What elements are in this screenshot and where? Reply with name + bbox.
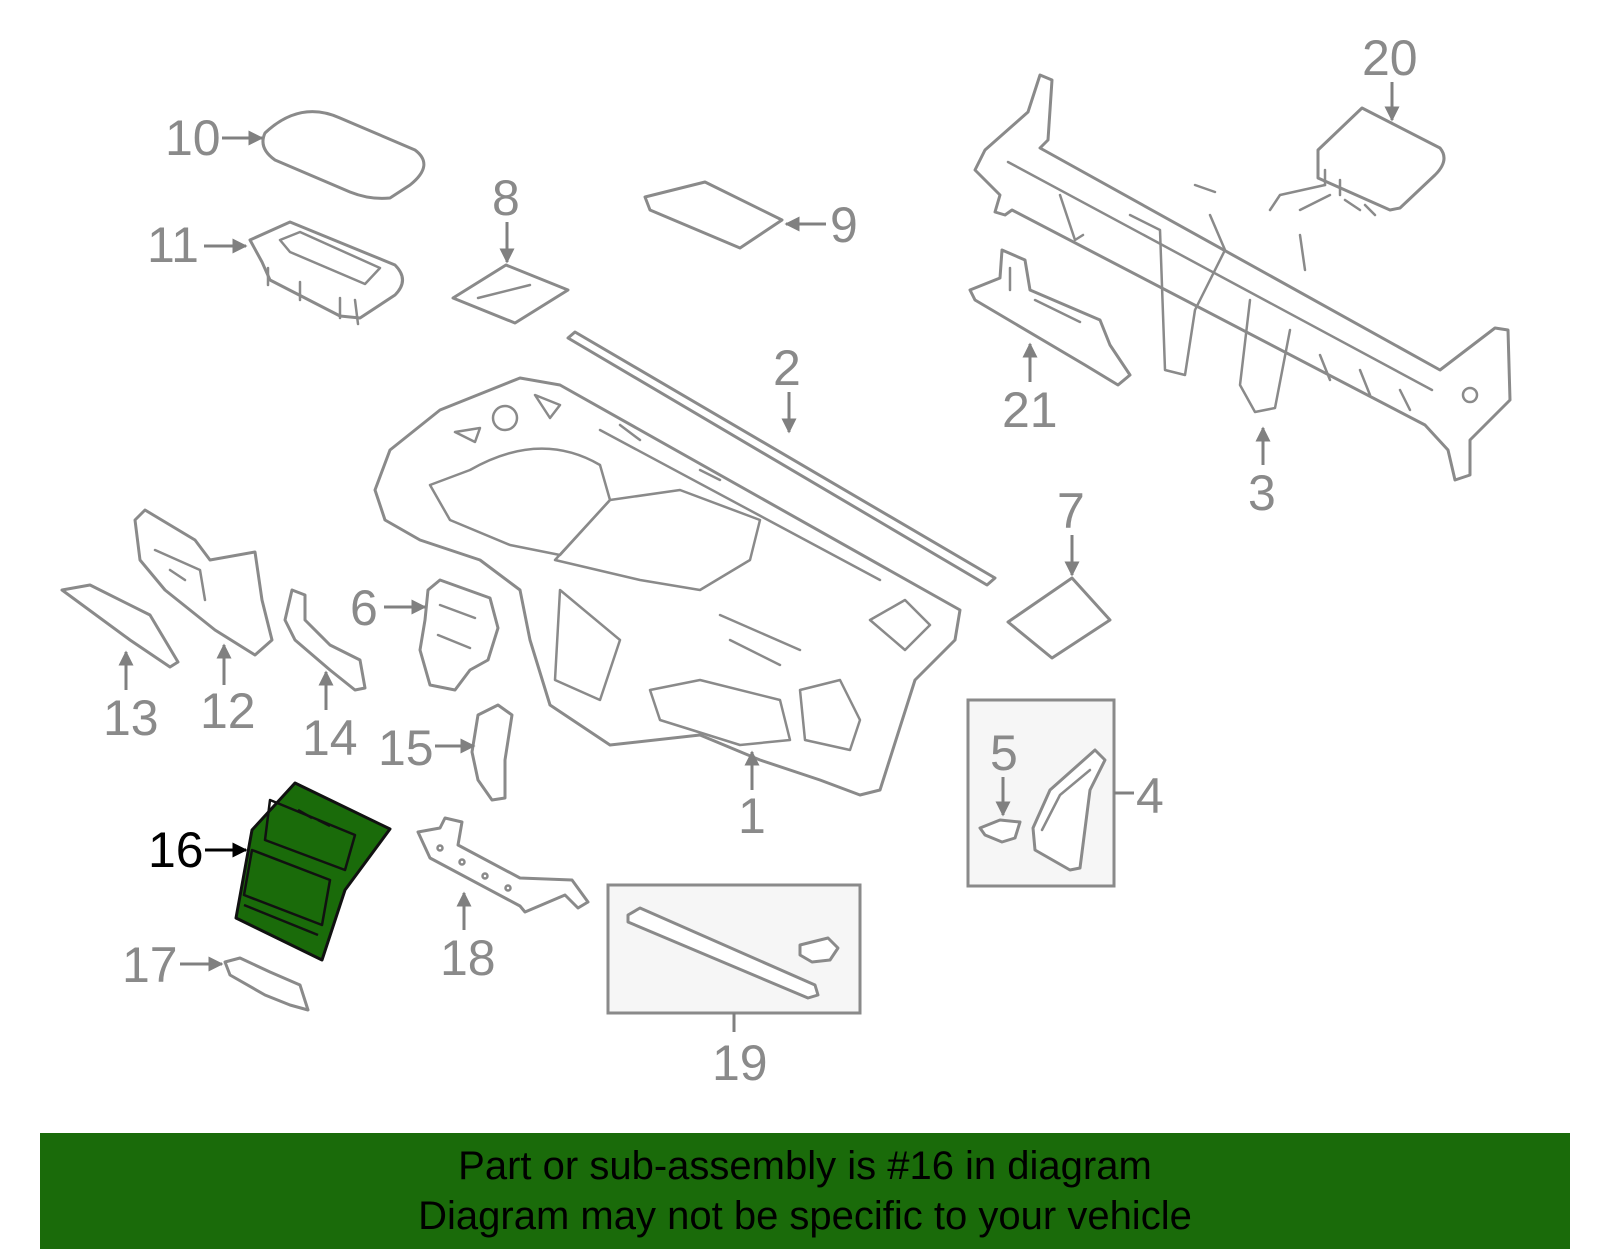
callout-7: 7 [1057,483,1085,577]
part-12-trim-panel[interactable] [133,508,274,657]
svg-text:4: 4 [1136,768,1164,824]
part-8-pad[interactable] [451,263,570,325]
banner-line-2: Diagram may not be specific to your vehi… [418,1194,1192,1238]
callout-18: 18 [440,891,496,986]
part-6-module[interactable] [418,578,500,692]
callout-15: 15 [378,720,476,776]
part-13-trim-strip[interactable] [60,583,180,669]
callout-12: 12 [200,643,256,739]
part-18-bar[interactable] [416,816,590,914]
callout-2: 2 [773,340,801,434]
callout-3: 3 [1248,426,1276,521]
svg-text:21: 21 [1002,382,1058,438]
svg-text:16: 16 [148,822,204,878]
svg-text:20: 20 [1362,30,1418,86]
part-3-cross-member[interactable] [973,73,1512,482]
callout-14: 14 [302,670,358,766]
callout-21: 21 [1002,342,1058,438]
part-7-pad[interactable] [1006,576,1112,660]
info-banner: Part or sub-assembly is #16 in diagram D… [40,1133,1570,1249]
svg-text:10: 10 [165,110,221,166]
callout-17: 17 [122,937,224,993]
svg-text:18: 18 [440,930,496,986]
part-14-trim-piece[interactable] [283,588,367,692]
part-16-center-panel-highlighted[interactable] [234,781,392,962]
part-10-lid[interactable] [261,110,426,200]
part-15-bracket[interactable] [470,703,514,802]
part-17-bracket[interactable] [223,956,310,1012]
callout-4: 4 [1136,768,1164,824]
callout-11: 11 [147,217,248,273]
svg-text:9: 9 [830,197,858,253]
callout-20: 20 [1362,30,1418,122]
svg-text:12: 12 [200,683,256,739]
svg-text:11: 11 [147,217,199,273]
svg-text:17: 17 [122,937,178,993]
part-1-instrument-panel[interactable] [373,376,962,797]
callout-1: 1 [738,750,766,844]
part-20-airbag-module[interactable] [1268,106,1446,217]
svg-text:13: 13 [103,690,159,746]
svg-text:5: 5 [990,725,1018,781]
callout-8: 8 [492,170,520,264]
svg-text:7: 7 [1057,483,1085,539]
banner-line-1: Part or sub-assembly is #16 in diagram [458,1144,1152,1188]
svg-text:8: 8 [492,170,520,226]
part-21-bracket[interactable] [968,248,1132,387]
svg-text:19: 19 [712,1035,768,1091]
callout-10: 10 [165,110,264,166]
svg-text:3: 3 [1248,465,1276,521]
svg-text:6: 6 [350,580,378,636]
callout-6: 6 [350,580,427,636]
part-11-bin[interactable] [248,220,404,326]
inset-box-19 [606,883,862,1032]
svg-text:1: 1 [738,788,766,844]
part-2-strip[interactable] [566,330,997,587]
callout-13: 13 [103,650,159,746]
svg-text:15: 15 [378,720,434,776]
svg-text:2: 2 [773,340,801,396]
part-9-panel[interactable] [643,180,784,250]
svg-text:14: 14 [302,710,358,766]
inset-box-4 [966,698,1134,888]
callout-9: 9 [784,197,858,253]
callout-16: 16 [148,822,248,878]
callout-5: 5 [990,725,1018,817]
callout-19: 19 [712,1035,768,1091]
